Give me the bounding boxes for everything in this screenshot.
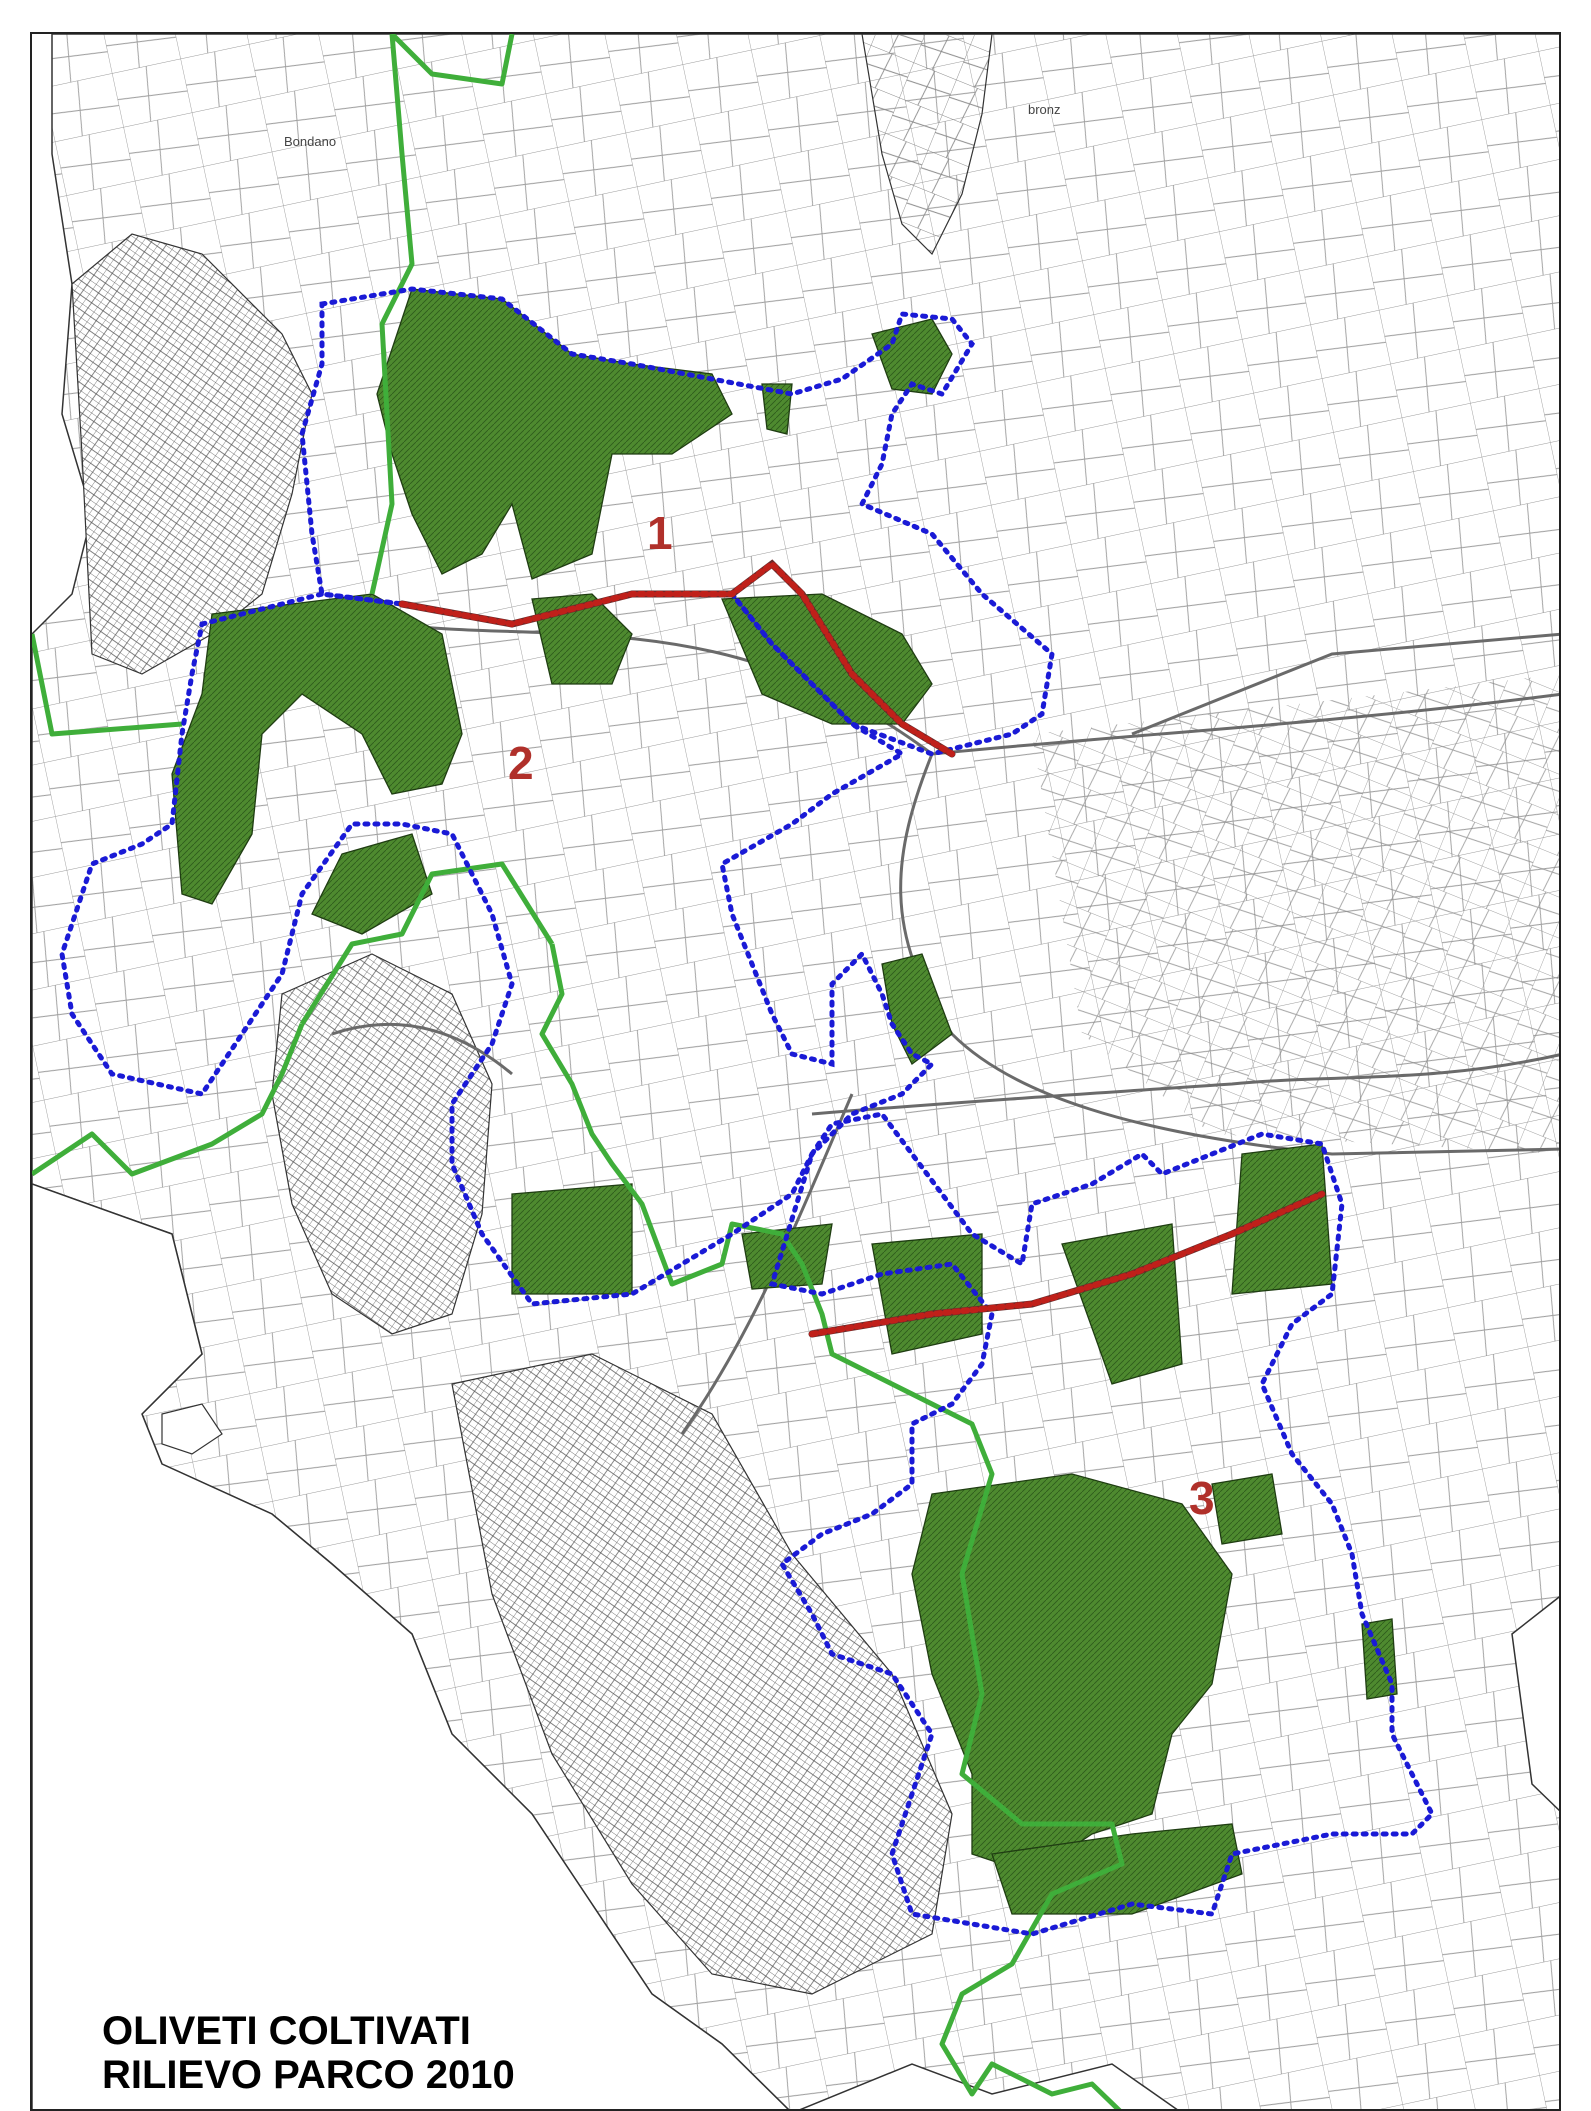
zone-label-2: 2: [508, 737, 534, 789]
zone-label-3: 3: [1189, 1472, 1215, 1524]
place-label-bondano: Bondano: [284, 134, 336, 149]
sea-left: [32, 1183, 790, 2109]
title-line-2: RILIEVO PARCO 2010: [102, 2053, 515, 2097]
title-line-1: OLIVETI COLTIVATI: [102, 2009, 471, 2053]
cadastral-map[interactable]: 1 2 3 Bondano bronz: [32, 34, 1561, 2111]
park-boundary: [32, 34, 1125, 2109]
parcel-background: [32, 34, 1559, 2109]
town-south: [451, 1353, 953, 1995]
zone-label-1: 1: [647, 507, 673, 559]
olive-grove-mid-a: [511, 1183, 633, 1295]
olive-grove-zone3-d: [1211, 1473, 1283, 1545]
olive-grove-zone2-b: [531, 593, 633, 685]
zone3-boundary: [768, 1111, 1436, 1937]
map-frame: 1 2 3 Bondano bronz OLIVETI COLTIVATI RI…: [30, 32, 1561, 2111]
olive-grove-south-main: [911, 1473, 1233, 1875]
town-north: [71, 233, 313, 675]
olive-grove-zone2-d: [311, 833, 433, 935]
place-label-bronz: bronz: [1028, 102, 1061, 117]
map-title: OLIVETI COLTIVATI RILIEVO PARCO 2010: [102, 2009, 515, 2097]
east-fields: [1032, 674, 1559, 1154]
peninsula-north: [861, 34, 993, 256]
olive-groves: [171, 288, 1398, 1915]
olive-grove-mid-b: [741, 1223, 833, 1290]
olive-grove-zone1-small: [761, 383, 793, 435]
olive-grove-zone3-c: [1231, 1143, 1333, 1295]
islet: [161, 1403, 223, 1455]
olive-grove-zone2-c: [721, 593, 933, 725]
zone-dividers: [398, 559, 1326, 1338]
olive-grove-zone3-a: [871, 1233, 983, 1355]
zone2-boundary: [59, 591, 937, 1307]
town-central: [271, 953, 493, 1335]
